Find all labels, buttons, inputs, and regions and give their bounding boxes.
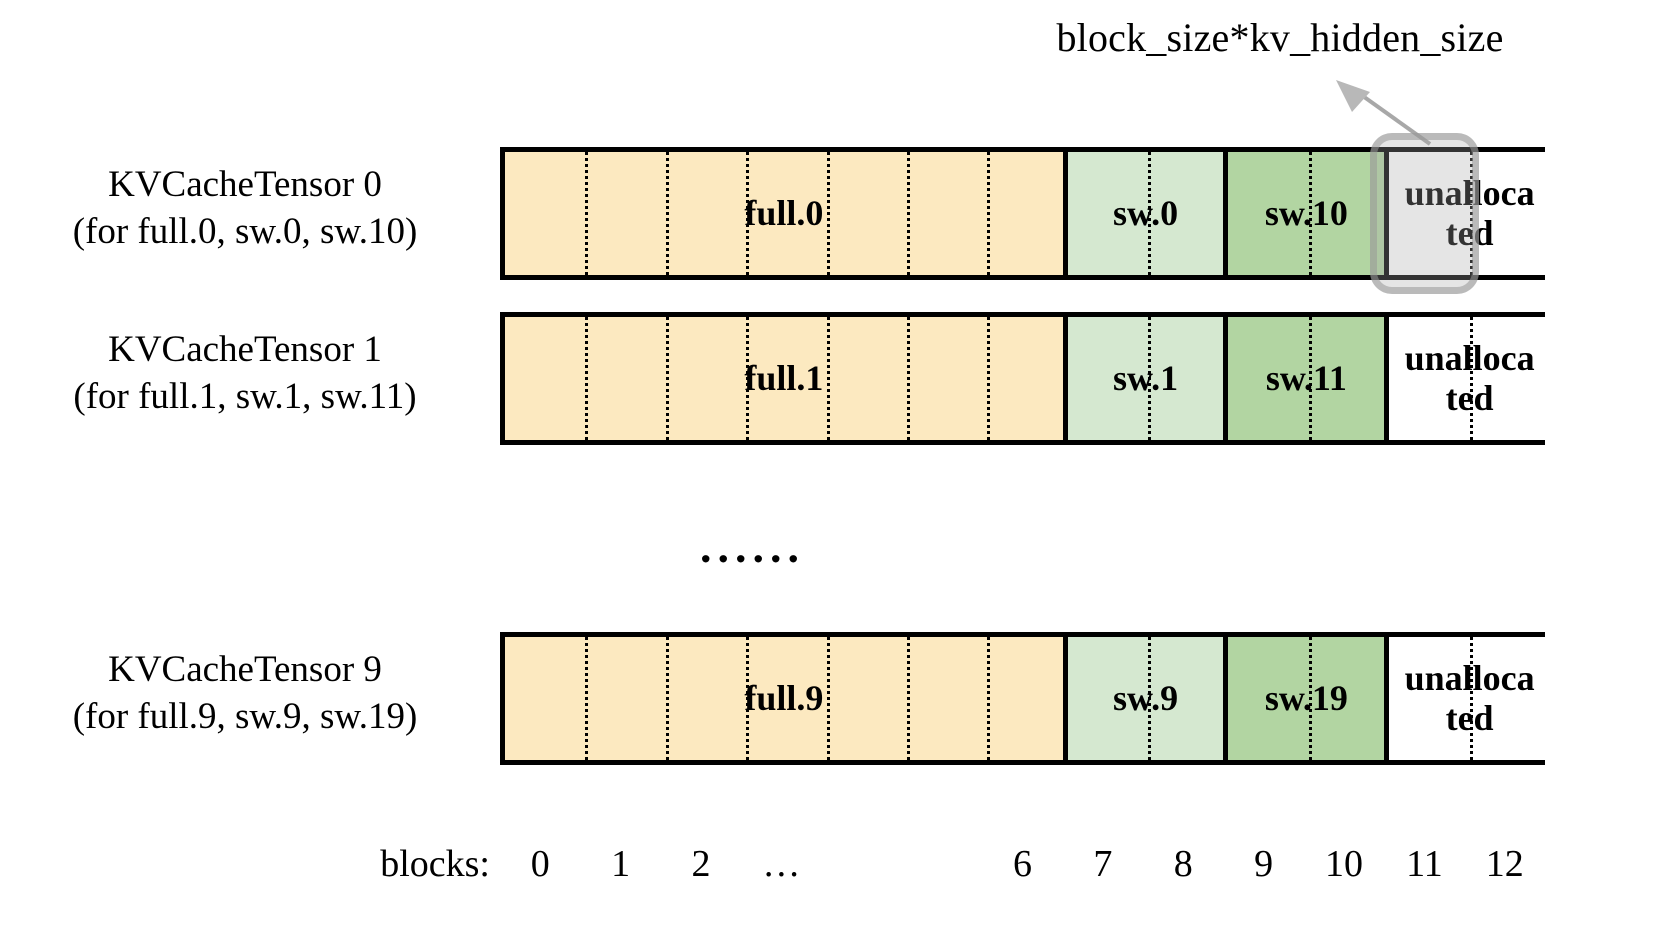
blocks-axis-tick: … bbox=[762, 843, 801, 885]
block-segment-label: sw.19 bbox=[1264, 677, 1348, 718]
blocks-axis-title: blocks: bbox=[380, 843, 490, 885]
block-divider bbox=[826, 317, 830, 440]
block-segment-label: sw.1 bbox=[1113, 357, 1179, 398]
annotation-arrow-icon bbox=[1336, 80, 1432, 146]
block-segment-label: full.1 bbox=[744, 357, 824, 398]
block-divider bbox=[1308, 637, 1312, 760]
block-divider bbox=[665, 152, 669, 275]
block-segment-label: sw.10 bbox=[1264, 192, 1348, 233]
block-divider bbox=[1148, 152, 1152, 275]
block-segment-label: sw.11 bbox=[1265, 357, 1347, 398]
block-divider bbox=[826, 637, 830, 760]
block-segment-label: full.9 bbox=[744, 677, 824, 718]
block-divider bbox=[987, 317, 991, 440]
tensor-row-label: KVCacheTensor 0 (for full.0, sw.0, sw.10) bbox=[10, 161, 480, 256]
tensor-row-label-line1: KVCacheTensor 0 bbox=[108, 164, 382, 205]
block-segment-full[interactable]: full.1 bbox=[505, 317, 1068, 440]
block-segment-label: full.0 bbox=[744, 192, 824, 233]
block-segment-sliding-alt[interactable]: sw.10 bbox=[1228, 152, 1390, 275]
block-segment-sliding[interactable]: sw.1 bbox=[1067, 317, 1229, 440]
blocks-axis-tick: 12 bbox=[1485, 843, 1524, 885]
block-divider bbox=[665, 317, 669, 440]
block-divider bbox=[826, 152, 830, 275]
blocks-axis-tick: 8 bbox=[1173, 843, 1193, 885]
block-divider bbox=[906, 317, 910, 440]
block-divider bbox=[1308, 152, 1312, 275]
block-divider bbox=[585, 637, 589, 760]
block-divider bbox=[1308, 317, 1312, 440]
blocks-axis-tick: 6 bbox=[1013, 843, 1032, 885]
tensor-row-label-line2: (for full.9, sw.9, sw.19) bbox=[72, 696, 418, 738]
block-divider bbox=[746, 152, 750, 275]
block-divider bbox=[906, 152, 910, 275]
tensor-row-label: KVCacheTensor 9 (for full.9, sw.9, sw.19) bbox=[10, 646, 480, 741]
blocks-axis-tick: 2 bbox=[691, 843, 711, 885]
block-segment-sliding[interactable]: sw.0 bbox=[1067, 152, 1229, 275]
blocks-axis-tick: 9 bbox=[1254, 843, 1274, 885]
tensor-row-label-line1: KVCacheTensor 9 bbox=[108, 649, 382, 690]
block-divider bbox=[1469, 152, 1473, 275]
blocks-axis-tick: 7 bbox=[1093, 843, 1113, 885]
annotation-label: block_size*kv_hidden_size bbox=[1056, 15, 1504, 60]
block-divider bbox=[746, 317, 750, 440]
block-segment-sliding-alt[interactable]: sw.19 bbox=[1228, 637, 1390, 760]
block-divider bbox=[1148, 317, 1152, 440]
block-divider bbox=[585, 152, 589, 275]
block-segment-sliding-alt[interactable]: sw.11 bbox=[1228, 317, 1390, 440]
block-divider bbox=[665, 637, 669, 760]
block-divider bbox=[987, 637, 991, 760]
block-divider bbox=[1469, 637, 1473, 760]
block-divider bbox=[746, 637, 750, 760]
blocks-axis-tick: 10 bbox=[1325, 843, 1364, 885]
block-segment-sliding[interactable]: sw.9 bbox=[1067, 637, 1229, 760]
block-divider bbox=[585, 317, 589, 440]
blocks-axis-tick: 0 bbox=[530, 843, 550, 885]
block-segment-label: sw.0 bbox=[1113, 192, 1179, 233]
tensor-row-label: KVCacheTensor 1 (for full.1, sw.1, sw.11) bbox=[10, 326, 480, 421]
rows-ellipsis: ...... bbox=[700, 521, 805, 572]
blocks-axis-tick: 1 bbox=[611, 843, 631, 885]
block-divider bbox=[1148, 637, 1152, 760]
block-divider bbox=[987, 152, 991, 275]
block-segment-full[interactable]: full.0 bbox=[505, 152, 1068, 275]
block-segment-label: sw.9 bbox=[1113, 677, 1179, 718]
tensor-row-label-line2: (for full.1, sw.1, sw.11) bbox=[73, 376, 417, 418]
block-segment-full[interactable]: full.9 bbox=[505, 637, 1068, 760]
tensor-row-label-line1: KVCacheTensor 1 bbox=[108, 329, 382, 370]
tensor-row-label-line2: (for full.0, sw.0, sw.10) bbox=[72, 211, 418, 253]
block-divider bbox=[1469, 317, 1473, 440]
block-divider bbox=[906, 637, 910, 760]
blocks-axis-tick: 11 bbox=[1406, 843, 1443, 885]
